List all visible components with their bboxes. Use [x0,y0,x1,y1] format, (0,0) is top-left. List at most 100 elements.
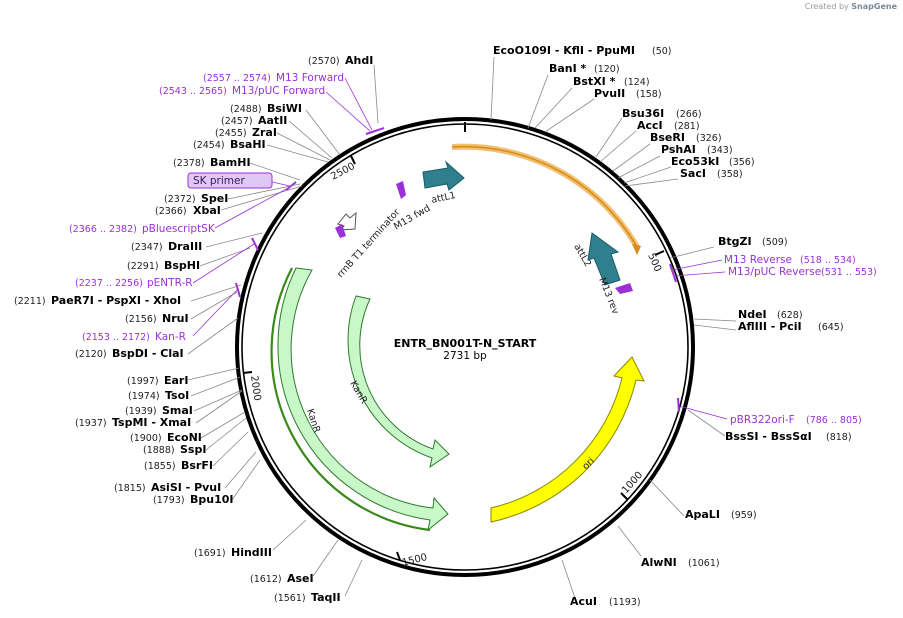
enzyme-pos-ecoo109i: (50) [652,46,672,57]
enzyme-bsphi[interactable]: BspHI [164,259,200,272]
enzyme-bsahi[interactable]: BsaHI [230,138,266,151]
enzyme-pos-pvuii: (158) [636,89,662,100]
enzyme-pos-xbai: (2366) [155,206,187,217]
enzyme-paer7i[interactable]: PaeR7I - PspXI - XhoI [51,294,181,307]
enzyme-connectors-left [187,64,379,597]
enzyme-pos-nrui: (2156) [125,314,157,325]
enzyme-taqii[interactable]: TaqII [311,591,341,604]
enzyme-pos-eari: (1997) [127,376,159,387]
enzyme-pos-hindiii: (1691) [194,548,226,559]
enzyme-eco53ki[interactable]: Eco53kI [671,155,719,168]
enzyme-xbai[interactable]: XbaI [193,204,221,217]
tick-1000 [620,492,629,501]
enzyme-pos-bsiwi: (2488) [230,104,262,115]
enzyme-zrai[interactable]: ZraI [252,126,277,139]
enzyme-hindiii[interactable]: HindIII [231,546,272,559]
enzyme-pos-paer7i: (2211) [14,296,46,307]
enzyme-bspdi[interactable]: BspDI - ClaI [112,347,184,360]
primer-connectors [192,77,728,420]
enzyme-bsrfi[interactable]: BsrFI [181,459,213,472]
kanr-outer-stripe [270,267,431,532]
enzyme-pos-zrai: (2455) [215,128,247,139]
kanr-mark [235,282,241,298]
primer-pos-m13rev: (518 .. 534) [800,255,856,266]
enzyme-bamhi[interactable]: BamHI [210,156,251,169]
primer-pos-m13puc-fwd: (2543 .. 2565) [159,86,227,97]
enzyme-pvuii[interactable]: PvuII [594,87,625,100]
primer-m13fwd[interactable]: M13 Forward [276,72,344,84]
primer-pos-m13fwd: (2557 .. 2574) [203,73,271,84]
kanr-inner-arc [347,295,450,469]
enzyme-bani[interactable]: BanI * [549,62,587,75]
primer-m13puc-rev[interactable]: M13/pUC Reverse [728,266,821,278]
rrnb-primer-mark [335,224,346,238]
tick-label-500: 500 [645,252,663,274]
enzyme-pshai[interactable]: PshAI [661,143,696,156]
pentr-mark [251,237,259,251]
enzyme-aatii[interactable]: AatII [258,114,287,127]
enzyme-econi[interactable]: EcoNI [167,431,202,444]
tick-1500 [396,551,401,561]
enzyme-saci[interactable]: SacI [680,167,706,180]
enzyme-smai[interactable]: SmaI [162,404,193,417]
enzyme-apali[interactable]: ApaLI [685,508,720,521]
m13fwd-mark [365,127,385,135]
enzyme-ecoo109i[interactable]: EcoO109I - KflI - PpuMI [493,44,635,57]
m13fwd-feature [396,181,406,199]
enzyme-pos-pshai: (343) [707,145,733,156]
enzyme-nrui[interactable]: NruI [162,312,189,325]
enzyme-pos-sspi: (1888) [143,445,175,456]
enzyme-eari[interactable]: EarI [164,374,188,387]
enzyme-ahdi[interactable]: AhdI [345,54,373,67]
enzyme-acci[interactable]: AccI [637,119,663,132]
primer-labels: (2557 .. 2574) M13 Forward (2543 .. 2565… [69,72,877,426]
enzyme-bsiwi[interactable]: BsiWI [267,102,302,115]
enzyme-draiii[interactable]: DraIII [168,240,202,253]
enzyme-bsu36i[interactable]: Bsu36I [622,107,664,120]
enzyme-pos-taqii: (1561) [274,593,306,604]
sk-primer-box[interactable] [187,172,273,189]
primer-pos-kan-r: (2153 .. 2172) [82,332,150,343]
tick-marks: 500 1000 1500 2000 2500 [242,155,665,569]
rrnb-terminator-arrow [337,211,357,231]
enzyme-pos-bstxi: (124) [624,77,650,88]
m13rev-label: M13 rev [596,276,621,316]
primer-pentr-r[interactable]: pENTR-R [147,277,193,289]
enzyme-pos-btgzi: (509) [762,237,788,248]
enzyme-alwni[interactable]: AlwNI [641,556,677,569]
enzyme-sspi[interactable]: SspI [180,443,206,456]
enzyme-pos-eco53ki: (356) [729,157,755,168]
enzyme-pos-aatii: (2457) [221,116,253,127]
tick-2000 [242,371,253,374]
primer-kan-r[interactable]: Kan-R [155,331,186,343]
tick-2500 [350,155,356,165]
enzyme-acui[interactable]: AcuI [570,595,597,608]
highlight-arc [451,143,640,249]
enzyme-pos-bpu10i: (1793) [153,495,185,506]
enzyme-pos-econi: (1900) [130,433,162,444]
enzyme-pos-acui: (1193) [609,597,641,608]
primer-m13rev[interactable]: M13 Reverse [724,254,792,266]
pbr322-mark [677,397,680,413]
enzyme-btgzi[interactable]: BtgZI [718,235,752,248]
enzyme-pos-afliii: (645) [818,322,844,333]
primer-pbr322ori[interactable]: pBR322ori-F [730,414,795,426]
enzyme-bpu10i[interactable]: Bpu10I [190,493,234,506]
enzymes-left: (2570) AhdI (2488) BsiWI (2457) AatII (2… [14,54,373,604]
enzyme-pos-bsrfi: (1855) [144,461,176,472]
enzyme-tsoi[interactable]: TsoI [165,389,189,402]
primer-pbluescript[interactable]: pBluescriptSK [142,223,216,235]
enzyme-asisi[interactable]: AsiSI - PvuI [151,481,221,494]
enzyme-asei[interactable]: AseI [287,572,314,585]
enzyme-afliii[interactable]: AflIII - PciI [738,320,802,333]
backbone-outer [235,117,695,577]
enzyme-tspmi[interactable]: TspMI - XmaI [112,416,191,429]
primer-sk[interactable]: SK primer [193,175,245,187]
enzyme-beri[interactable]: BseRI [650,131,685,144]
enzyme-ndei[interactable]: NdeI [738,308,767,321]
enzyme-spei[interactable]: SpeI [201,192,228,205]
enzyme-bstxi[interactable]: BstXI * [573,75,616,88]
enzyme-bsssi[interactable]: BssSI - BssSαI [725,430,812,443]
primer-m13puc-fwd[interactable]: M13/pUC Forward [232,85,325,97]
